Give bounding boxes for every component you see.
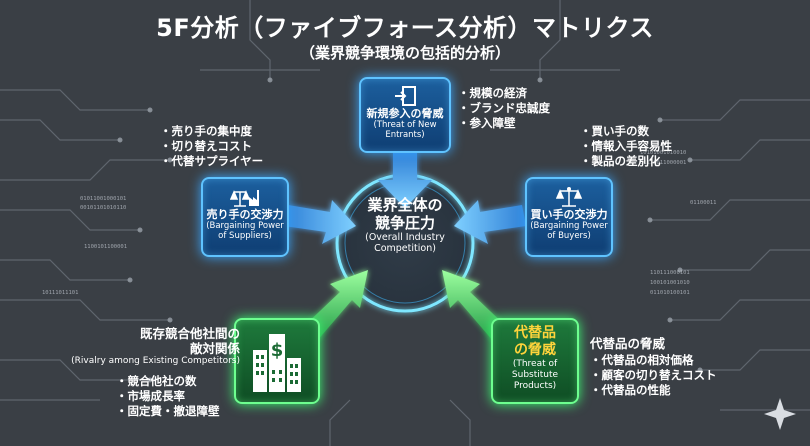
binary-text: 01110011000001 <box>640 160 687 166</box>
list-item: ・規模の経済 <box>458 86 527 100</box>
list-item: ・参入障壁 <box>458 116 516 130</box>
substitutes-title-1: 代替品 <box>514 325 556 341</box>
substitutes-bullets: 代替品の脅威 ・代替品の相対価格 ・顧客の切り替えコスト ・代替品の性能 <box>590 336 717 398</box>
page-subtitle: （業界競争環境の包括的分析） <box>299 44 510 62</box>
substitutes-en-2: Substitute <box>511 370 559 380</box>
suppliers-title: 売り手の交渉力 <box>206 208 284 221</box>
list-item: ・固定費・撤退障壁 <box>116 404 220 418</box>
list-item: ・代替品の性能 <box>590 383 671 397</box>
center-ring-fill <box>335 173 475 313</box>
binary-text: 110111000101 <box>650 270 690 276</box>
rivalry-en: (Rivalry among Existing Competitors) <box>71 356 240 366</box>
list-item: ・買い手の数 <box>580 124 649 138</box>
rivalry-bullets: ・競合他社の数 ・市場成長率 ・固定費・撤退障壁 <box>116 374 220 419</box>
buyers-title: 買い手の交渉力 <box>530 208 608 221</box>
center-label: 業界全体の 競争圧力 (Overall Industry Competition… <box>344 196 466 254</box>
binary-text: 100101001010 <box>650 280 690 286</box>
substitutes-title-2: の脅威 <box>514 342 556 358</box>
circuit-nodes <box>117 77 703 383</box>
rivalry-title-1: 既存競合他社間の <box>139 326 240 341</box>
arrow-buyers <box>454 200 526 244</box>
center-title-1: 業界全体の <box>367 196 443 214</box>
scale-factory-icon <box>230 190 259 207</box>
list-item: ・代替サプライヤー <box>160 154 264 168</box>
box-substitutes: 代替品 の脅威 (Threat of Substitute Products) <box>491 318 579 404</box>
box-buyers: 買い手の交渉力 (Bargaining Power of Buyers) <box>525 177 613 257</box>
binary-text: 01100011 <box>690 200 717 206</box>
box-rivalry: $ <box>234 318 320 404</box>
arrow-new-entrants <box>378 152 432 208</box>
list-item: ・顧客の切り替えコスト <box>590 368 717 382</box>
list-item: ・製品の差別化 <box>580 154 661 168</box>
substitutes-en-3: Products) <box>513 381 557 391</box>
binary-text: 10101001010010 <box>640 150 687 156</box>
box-suppliers: 売り手の交渉力 (Bargaining Power of Suppliers) <box>201 177 289 257</box>
center-en-2: Competition) <box>374 243 436 254</box>
door-exit-icon <box>395 86 416 106</box>
balance-scale-icon <box>556 187 582 207</box>
new-entrants-title: 新規参入の脅威 <box>366 107 444 120</box>
new-entrants-en-1: (Threat of New <box>373 120 437 130</box>
list-item: ・代替品の相対価格 <box>590 353 694 367</box>
binary-text: 01011001000101 <box>80 196 127 202</box>
binary-text: 011010100101 <box>650 290 690 296</box>
suppliers-en-1: (Bargaining Power <box>206 221 284 231</box>
binary-text: 00101101010110 <box>80 205 127 211</box>
list-item: ・切り替えコスト <box>160 139 252 153</box>
list-item: ・競合他社の数 <box>116 374 197 388</box>
rivalry-heading: 既存競合他社間の 敵対関係 (Rivalry among Existing Co… <box>40 326 240 367</box>
new-entrants-bullets: ・規模の経済 ・ブランド忠誠度 ・参入障壁 <box>458 86 550 131</box>
substitutes-en-1: (Threat of <box>512 359 558 369</box>
list-item: ・売り手の集中度 <box>160 124 252 138</box>
buildings-dollar-icon: $ <box>253 334 301 392</box>
arrow-suppliers <box>284 200 356 244</box>
page-title: 5F分析（ファイブフォース分析）マトリクス <box>156 14 654 42</box>
buyers-en-1: (Bargaining Power <box>530 221 608 231</box>
box-new-entrants: 新規参入の脅威 (Threat of New Entrants) <box>359 77 451 153</box>
list-item: ・市場成長率 <box>116 389 185 403</box>
list-item: ・ブランド忠誠度 <box>458 101 550 115</box>
buyers-en-2: of Buyers) <box>547 231 591 241</box>
new-entrants-en-2: Entrants) <box>385 130 425 140</box>
list-item: ・情報入手容易性 <box>580 139 672 153</box>
svg-text:$: $ <box>271 340 284 361</box>
binary-text: 1100101100001 <box>84 244 128 250</box>
suppliers-en-2: of Suppliers) <box>218 231 272 241</box>
binary-text: 10111011101 <box>42 290 79 296</box>
rivalry-title-2: 敵対関係 <box>189 341 240 356</box>
substitutes-heading: 代替品の脅威 <box>590 336 666 351</box>
sparkle-icon <box>764 398 796 430</box>
buyers-bullets: ・買い手の数 ・情報入手容易性 ・製品の差別化 <box>580 124 672 169</box>
center-en-1: (Overall Industry <box>365 232 445 243</box>
suppliers-bullets: ・売り手の集中度 ・切り替えコスト ・代替サプライヤー <box>160 124 263 169</box>
center-title-2: 競争圧力 <box>374 214 435 232</box>
